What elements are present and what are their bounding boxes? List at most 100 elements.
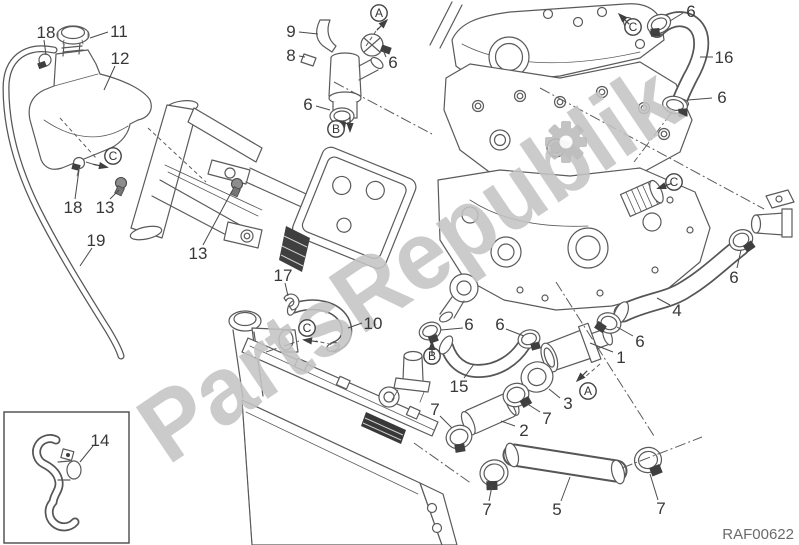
direction-arrow-icon [376,18,389,31]
inset-box-part-14 [3,411,130,544]
part-number: 6 [303,95,312,114]
part-number: 2 [519,421,528,440]
bracket-9 [316,19,337,53]
part-label: 4 [656,297,682,320]
part-label: 12 [103,49,130,91]
frame-bolt-13b [230,177,244,198]
part-number: 4 [672,301,681,320]
label-leader-line [687,97,713,101]
hose-10 [283,293,353,353]
part-label: 19 [79,231,106,267]
part-label: 10 [347,314,382,333]
ribbed-filter [619,179,664,218]
callout-letter: A [375,6,383,20]
label-leader-line [440,327,464,331]
part-number: 7 [542,409,551,428]
label-leader-line [463,363,475,379]
part-label: 6 [303,95,331,114]
direction-arrow-icon [428,340,436,356]
callout-letter: C [303,321,312,335]
water-pump [439,273,479,323]
part-number: 15 [450,377,469,396]
label-leader-line [315,105,331,111]
callout-circle [579,382,597,400]
part-number: 6 [686,2,695,21]
part-number: 7 [656,499,665,518]
sensor-cap-6 [360,33,392,57]
tank-cap [56,25,90,45]
callout-letter: B [332,122,340,136]
water-union-1 [540,322,614,373]
clip-8 [300,53,317,67]
callout-letter: C [629,20,638,34]
label-leader-line [669,12,684,22]
clamp-6 [662,95,688,117]
part-number: 7 [482,500,491,519]
part-label: 11 [89,22,128,41]
label-leader-line [616,326,634,337]
hose-4 [612,229,756,325]
clamp-6 [517,329,541,351]
label-leader-line [382,49,387,58]
label-leader-line [298,55,306,58]
view-callout: A [370,4,389,31]
part-number: 5 [552,500,561,519]
label-leader-line [284,282,289,297]
part-label: 16 [700,48,733,67]
part-label: 6 [440,315,474,334]
callout-letter: C [670,175,679,189]
part-label: 1 [589,342,626,367]
label-leader-line [488,485,493,502]
gear-watermark-icon [545,121,587,163]
label-leader-line [589,342,614,353]
label-leader-line [548,388,561,399]
part-label: 17 [274,266,293,297]
callout-circle [370,4,388,22]
label-leader-line [109,189,120,200]
callout-circle [665,173,683,191]
view-callout: C [617,12,642,36]
part-number: 12 [111,49,130,68]
part-number: 17 [274,266,293,285]
coolant-union-engine [750,189,795,238]
direction-arrow-icon [617,12,630,25]
callout-letter: C [109,149,118,163]
clamp-6 [728,229,756,253]
part-number: 3 [563,394,572,413]
direction-arrow-icon [346,117,354,133]
tank-fitting-18 [71,156,86,177]
callout-letter: B [428,349,436,363]
oil-cooler-fins [361,412,406,444]
part-label: 13 [189,190,233,263]
part-label: 6 [729,249,742,287]
part-label: 6 [495,315,525,337]
view-callout: C [298,319,318,345]
part-number: 6 [729,268,738,287]
clamp-6 [418,321,442,344]
label-leader-line [439,415,453,429]
part-label: 6 [687,88,727,107]
part-label: 7 [482,485,493,519]
label-leader-line [298,31,319,35]
callout-circle [104,147,122,165]
part-label: 14 [79,431,109,463]
hose-5 [502,442,628,485]
label-leader-line [736,249,742,269]
label-leader-line [79,247,93,267]
tank-clamp-18 [37,53,52,70]
overflow-hose [2,45,125,360]
part-number: 19 [87,231,106,250]
label-leader-line [89,31,109,39]
view-callout: B [423,340,441,365]
part-number: 6 [388,53,397,72]
label-leader-line [74,169,80,200]
thermostat-assembly [300,19,392,130]
label-leader-line [347,322,363,329]
label-leader-line [649,473,659,501]
view-callout: B [327,117,354,138]
label-leader-line [560,476,571,502]
